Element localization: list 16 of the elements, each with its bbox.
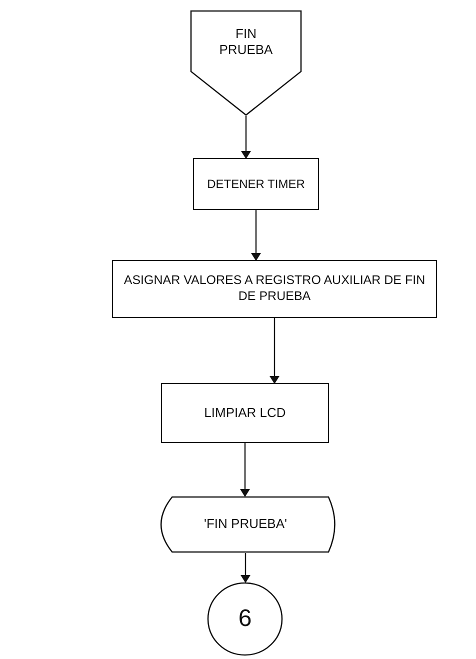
node-text: 'FIN PRUEBA' [204, 516, 287, 533]
arrow [240, 553, 250, 583]
node-text: DETENER TIMER [207, 176, 305, 192]
arrow [251, 210, 261, 261]
process-box [193, 158, 319, 210]
arrow [240, 443, 250, 497]
arrow [241, 116, 251, 159]
connector-circle [207, 582, 283, 656]
node-text: 6 [238, 604, 252, 634]
process-box [112, 260, 437, 318]
off-page-connector [190, 10, 302, 116]
arrow [270, 318, 280, 384]
node-text: ASIGNAR VALORES A REGISTRO AUXILIAR DE FIN DE PRUEBA [122, 273, 426, 305]
node-text: LIMPIAR LCD [204, 404, 286, 422]
process-box [161, 383, 329, 443]
node-text: FIN PRUEBA [218, 25, 274, 58]
